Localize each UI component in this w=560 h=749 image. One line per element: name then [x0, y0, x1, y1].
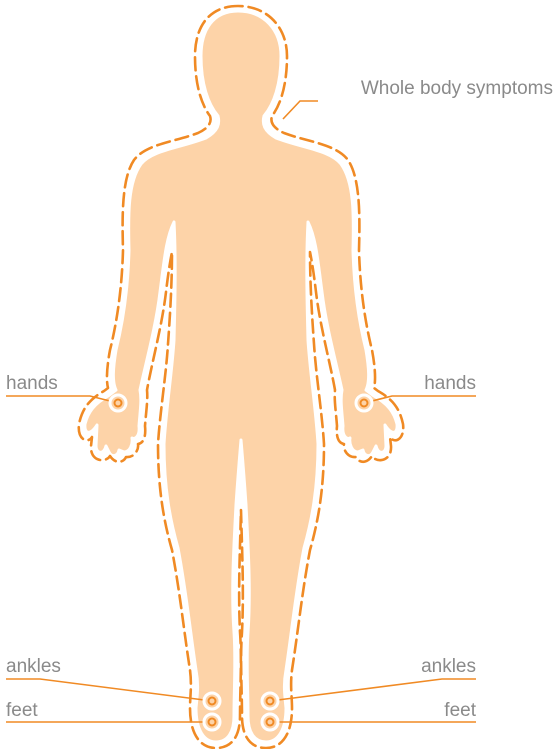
- label-ankles-right: ankles: [421, 656, 476, 677]
- marker-hands-left: [110, 395, 126, 411]
- marker-hands-right: [356, 395, 372, 411]
- label-hands-right: hands: [424, 373, 476, 394]
- body-silhouette: [79, 6, 403, 748]
- label-hands-left: hands: [6, 373, 58, 394]
- marker-ankles-right: [262, 693, 278, 709]
- label-feet-left: feet: [6, 700, 38, 721]
- label-feet-right: feet: [444, 700, 476, 721]
- label-ankles-left: ankles: [6, 656, 61, 677]
- marker-feet-left: [204, 714, 220, 730]
- leader-ankles-right: [270, 679, 476, 701]
- leader-whole-body: [283, 101, 318, 119]
- marker-feet-right: [262, 714, 278, 730]
- leader-ankles-left: [6, 679, 212, 701]
- label-whole-body: Whole body symptoms: [361, 78, 553, 99]
- marker-ankles-left: [204, 693, 220, 709]
